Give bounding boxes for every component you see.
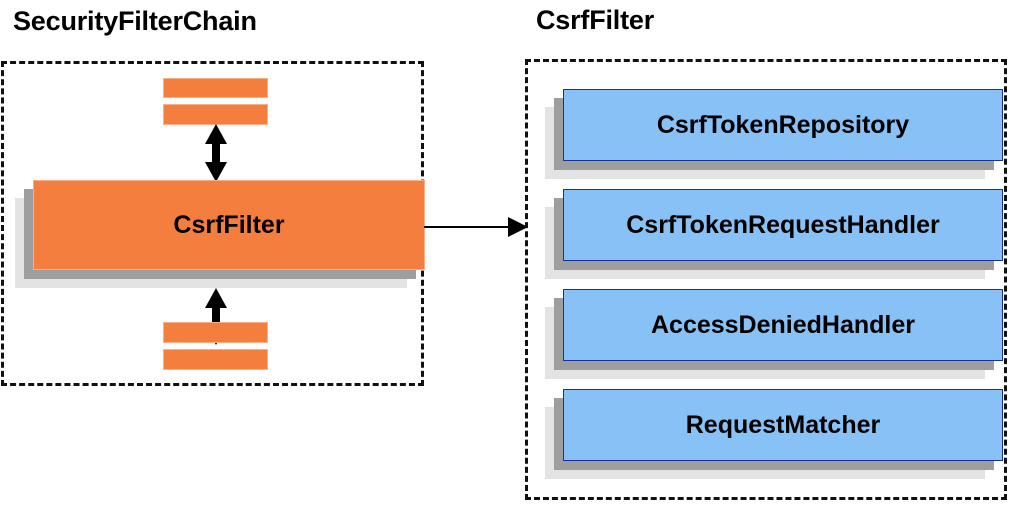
collaborator-request-matcher[interactable]: RequestMatcher (545, 389, 1003, 479)
top-double-arrow-icon (205, 124, 227, 182)
collaborator-csrf-token-request-handler[interactable]: CsrfTokenRequestHandler (545, 189, 1003, 279)
collaborator-label: RequestMatcher (563, 389, 1003, 461)
csrf-filter-detail-panel (525, 59, 1007, 500)
collaborator-csrf-token-repository[interactable]: CsrfTokenRepository (545, 89, 1003, 179)
filter-bar-above-2 (163, 104, 268, 125)
csrf-filter-box-label: CsrfFilter (33, 180, 425, 270)
panel-title-csrf-filter: CsrfFilter (536, 5, 655, 35)
collaborator-access-denied-handler[interactable]: AccessDeniedHandler (545, 289, 1003, 379)
collaborator-label: CsrfTokenRequestHandler (563, 189, 1003, 261)
collaborator-label: CsrfTokenRepository (563, 89, 1003, 161)
filter-bar-below-1 (163, 322, 268, 343)
filter-bar-below-2 (163, 349, 268, 370)
panel-title-security-filter-chain: SecurityFilterChain (13, 6, 257, 36)
csrf-filter-box[interactable]: CsrfFilter (15, 180, 425, 288)
collaborator-label: AccessDeniedHandler (563, 289, 1003, 361)
expansion-arrow-icon (424, 217, 528, 237)
filter-bar-above-1 (163, 78, 268, 98)
